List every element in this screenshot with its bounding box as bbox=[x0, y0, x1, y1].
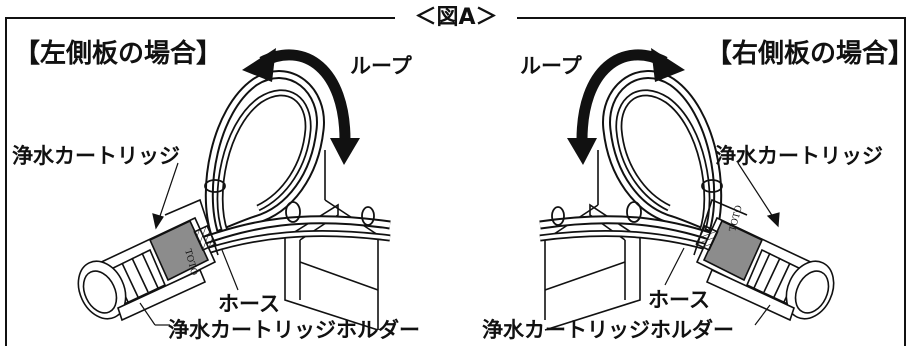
left-loop-label: ループ bbox=[350, 54, 412, 78]
right-cartridge: TOTO bbox=[693, 198, 835, 322]
left-loop-arrow bbox=[242, 48, 360, 165]
right-hose-label: ホース bbox=[648, 288, 710, 312]
right-cartridge-label: 浄水カートリッジ bbox=[715, 144, 883, 168]
left-panel-heading: 【左側板の場合】 bbox=[14, 39, 223, 69]
left-hose-label: ホース bbox=[218, 292, 280, 316]
right-loop-label: ループ bbox=[520, 54, 582, 78]
right-leader-lines bbox=[664, 162, 780, 326]
left-cartridge-label: 浄水カートリッジ bbox=[12, 144, 180, 168]
right-panel-illustration: TOTO bbox=[539, 48, 835, 331]
right-holder-label: 浄水カートリッジホルダー bbox=[482, 318, 734, 342]
left-leader-lines bbox=[139, 162, 239, 326]
left-holder-label: 浄水カートリッジホルダー bbox=[168, 318, 420, 342]
right-hose-loop bbox=[539, 70, 724, 254]
left-hose-loop bbox=[203, 70, 391, 254]
right-loop-arrow bbox=[567, 48, 685, 165]
left-side-panel bbox=[284, 150, 379, 331]
left-panel-illustration: TOTO bbox=[77, 48, 391, 331]
right-panel-heading: 【右側板の場合】 bbox=[706, 39, 912, 69]
figure-frame bbox=[5, 17, 906, 346]
left-cartridge: TOTO bbox=[77, 198, 219, 322]
figure-title: ＜図A＞ bbox=[395, 3, 517, 33]
